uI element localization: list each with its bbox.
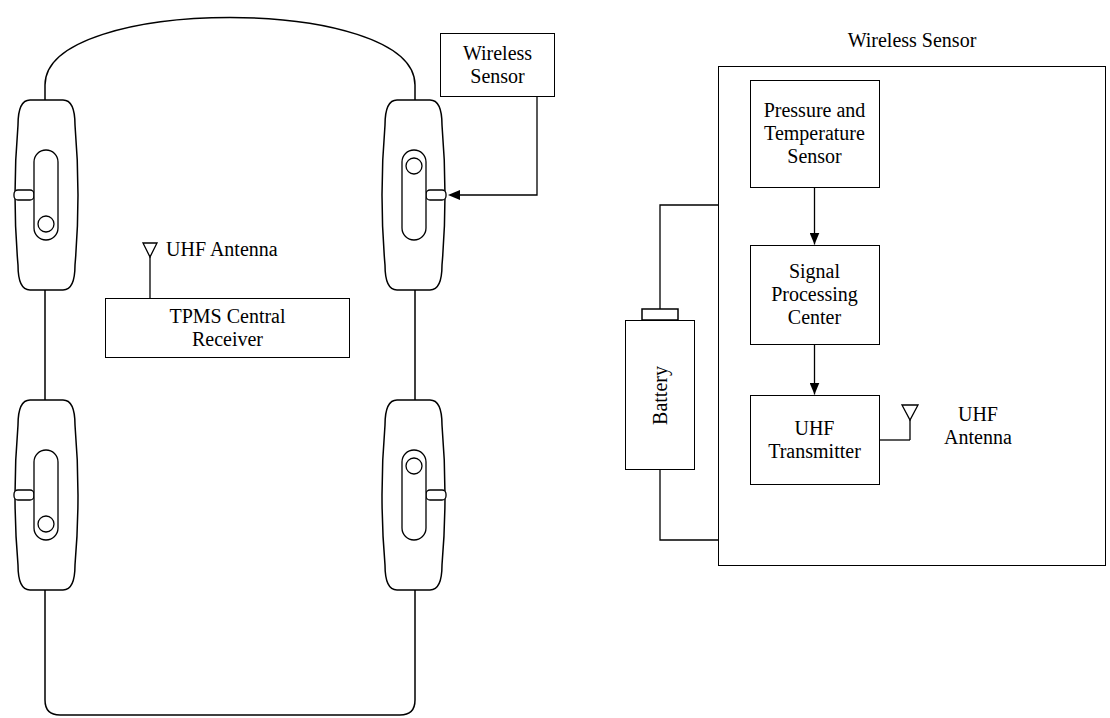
sensor-housing [402,450,426,540]
tire [14,400,78,590]
signal-arrow [814,188,815,245]
sensor-dot [38,516,54,532]
valve-stem [14,190,34,200]
sensor-dot [406,158,422,174]
sensor-housing [402,150,426,240]
antenna-stem [909,420,910,440]
sensor-housing [34,450,58,540]
transmitter-box: UHF Transmitter [750,395,880,485]
sensor-box: Wireless Sensor [440,33,555,97]
battery-terminal [642,309,678,320]
power-wire [660,205,718,320]
box-label: UHF Transmitter [757,417,873,463]
battery: Battery [625,320,695,470]
antenna-stem [149,257,150,298]
tire-outline [382,400,445,590]
valve-stem [426,490,446,500]
box-label: Wireless Sensor [448,42,548,88]
antenna-label: UHF Antenna [166,238,278,261]
car-body [45,18,415,716]
antenna-symbol [902,405,918,420]
tire-outline [15,100,78,290]
process-box: Signal Processing Center [750,245,880,345]
box-label: TPMS Central Receiver [158,305,298,351]
tire [382,400,446,590]
sensor-leader [460,97,537,195]
process-box: Pressure and Temperature Sensor [750,80,880,188]
box-label: Signal Processing Center [757,260,873,329]
box-label: Battery [649,366,672,425]
leader-arrowhead [448,190,460,200]
sensor-dot [38,216,54,232]
antenna-wire [880,439,910,440]
tire [14,100,78,290]
antenna-symbol [143,243,157,257]
sensor-panel: Wireless SensorPressure and Temperature … [718,66,1106,566]
receiver-box: TPMS Central Receiver [105,298,350,358]
tire-group [14,100,446,590]
tire-outline [382,100,445,290]
panel-heading: Wireless Sensor [719,29,1105,52]
valve-stem [14,490,34,500]
tire [382,100,446,290]
antenna-label: UHF Antenna [928,403,1028,449]
box-label: Pressure and Temperature Sensor [757,99,873,168]
sensor-housing [34,150,58,240]
tire-outline [15,400,78,590]
sensor-dot [406,458,422,474]
valve-stem [426,190,446,200]
power-wire [660,470,718,540]
signal-arrow [814,345,815,395]
